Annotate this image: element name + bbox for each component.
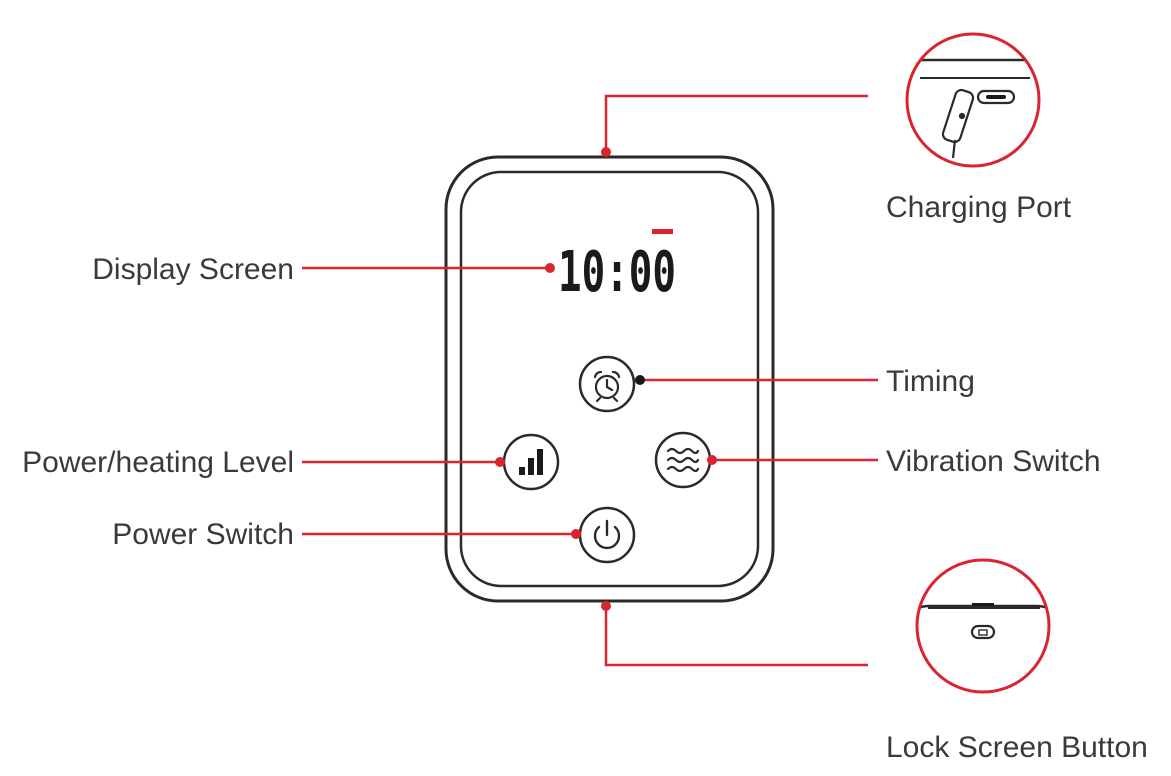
label-display-screen: Display Screen xyxy=(92,253,294,286)
callout-dots xyxy=(495,147,717,611)
lock-icon xyxy=(970,624,996,640)
charging-callout-line xyxy=(604,94,868,152)
label-timing: Timing xyxy=(886,365,975,398)
usb-cable-icon xyxy=(941,88,975,159)
lock-button-inset xyxy=(915,558,1051,694)
usb-c-icon xyxy=(976,89,1016,105)
timing-button[interactable] xyxy=(578,355,636,413)
callout-lines xyxy=(302,94,878,667)
display-time: 10:00 xyxy=(558,240,676,305)
label-charging-port: Charging Port xyxy=(886,191,1072,224)
charging-port-inset xyxy=(905,32,1041,168)
lock-callout-line xyxy=(604,606,868,667)
label-power-switch: Power Switch xyxy=(112,518,294,551)
label-lock-screen-button: Lock Screen Button xyxy=(886,731,1148,764)
label-power-heating-level: Power/heating Level xyxy=(22,446,294,479)
labels: Display Screen Timing Power/heating Leve… xyxy=(22,191,1148,764)
alarm-clock-icon xyxy=(593,370,621,403)
display-indicator-bar xyxy=(652,229,673,234)
label-vibration-switch: Vibration Switch xyxy=(886,445,1101,478)
power-icon xyxy=(593,519,621,550)
signal-bars-icon xyxy=(519,449,543,475)
display-screen: 10:00 xyxy=(558,229,676,305)
power-button[interactable] xyxy=(578,506,636,564)
vibration-button[interactable] xyxy=(654,431,712,489)
wave-lines-icon xyxy=(666,447,700,473)
power-level-button[interactable] xyxy=(502,433,560,491)
